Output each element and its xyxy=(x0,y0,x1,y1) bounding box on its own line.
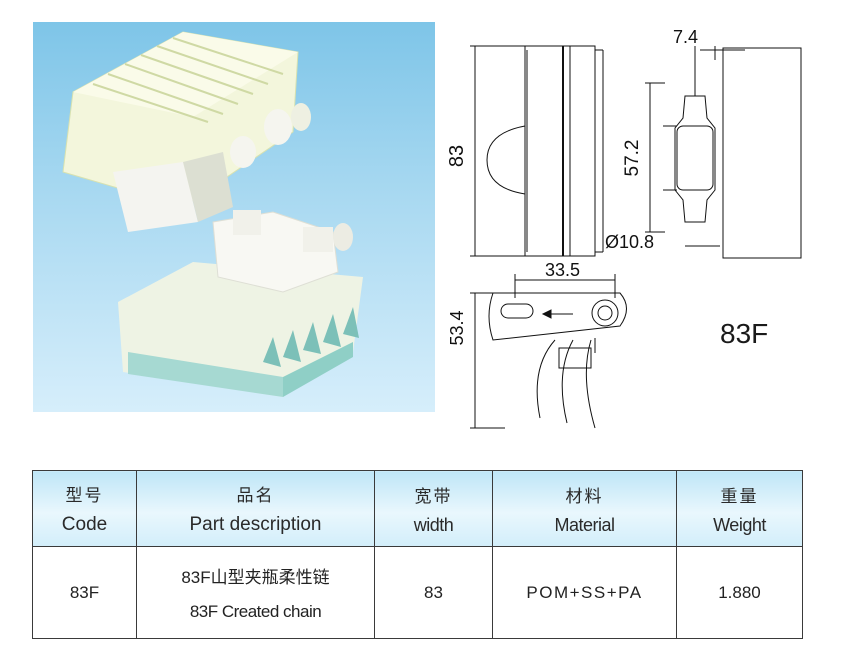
spec-table: 型号 Code 品名 Part description 宽带 width 材料 … xyxy=(32,470,803,639)
product-photo xyxy=(33,22,435,412)
chain-link-upper xyxy=(62,31,311,232)
cell-weight: 1.880 xyxy=(676,546,803,639)
cell-code: 83F xyxy=(32,546,137,639)
header-part-description: 品名 Part description xyxy=(136,470,375,547)
dim-side-width-label: 7.4 xyxy=(673,27,698,47)
table-header-row: 型号 Code 品名 Part description 宽带 width 材料 … xyxy=(32,470,803,547)
header-weight: 重量 Weight xyxy=(676,470,803,547)
dim-pin-dia-label: Ø10.8 xyxy=(605,232,654,252)
header-width: 宽带 width xyxy=(374,470,493,547)
dim-side-height-label: 57.2 xyxy=(622,140,643,177)
dim-bottom-width-label: 33.5 xyxy=(545,260,580,280)
technical-drawing: 83 7.4 57.2 Ø10.8 33.5 53.4 xyxy=(446,27,802,429)
side-view-plate xyxy=(722,47,802,259)
cell-material: POM+SS+PA xyxy=(492,546,677,639)
chain-link-lower xyxy=(118,210,363,397)
front-view-body xyxy=(524,45,596,257)
dim-bottom-height-label: 53.4 xyxy=(447,310,467,345)
chain-illustration xyxy=(62,31,363,397)
cell-width: 83 xyxy=(374,546,493,639)
bottom-view-link xyxy=(488,292,627,341)
model-label: 83F xyxy=(720,318,769,349)
side-view-roller xyxy=(674,95,716,223)
dim-height-label: 83 xyxy=(446,145,468,167)
table-row: 83F 83F山型夹瓶柔性链 83F Created chain 83 POM+… xyxy=(32,546,803,639)
header-material: 材料 Material xyxy=(492,470,677,547)
bottom-view-teeth xyxy=(536,338,596,429)
cell-description: 83F山型夹瓶柔性链 83F Created chain xyxy=(136,546,375,639)
front-view-bump xyxy=(486,125,526,195)
header-code: 型号 Code xyxy=(32,470,137,547)
